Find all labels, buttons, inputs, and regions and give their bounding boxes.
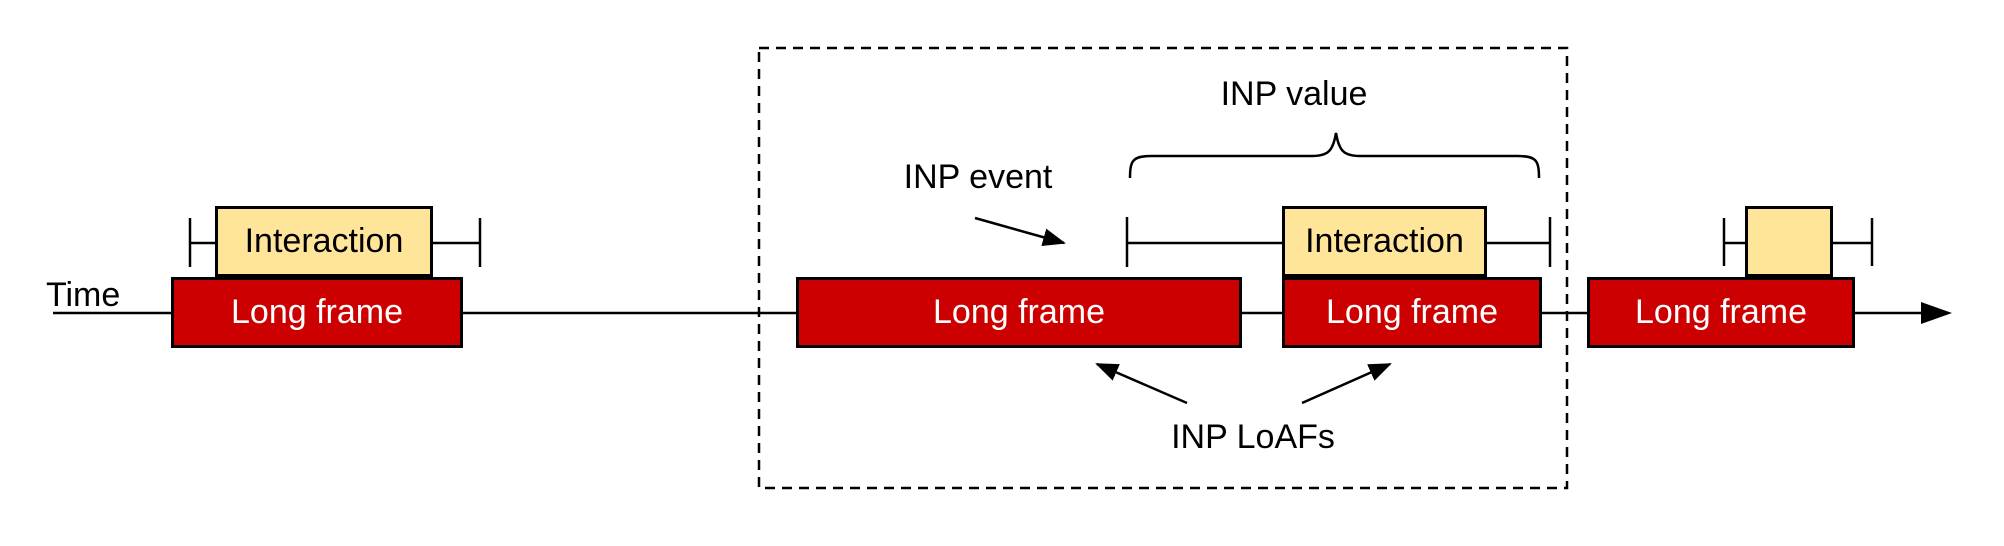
- inp-event-arrow: [974, 216, 1066, 246]
- timeline-arrowhead-icon: [1921, 302, 1952, 324]
- long-frame-4-label: Long frame: [1635, 292, 1807, 331]
- long-frame-3-label: Long frame: [1326, 292, 1498, 331]
- interaction-2: Interaction: [1282, 206, 1487, 277]
- inp-event-label: INP event: [903, 158, 1053, 196]
- interaction-1: Interaction: [215, 206, 433, 277]
- interaction-3: [1745, 206, 1833, 277]
- long-frame-4: Long frame: [1587, 277, 1855, 348]
- interaction-2-label: Interaction: [1305, 221, 1464, 260]
- inp-loafs-arrow-right: [1301, 362, 1392, 405]
- long-frame-1-label: Long frame: [231, 292, 403, 331]
- interaction-1-label: Interaction: [244, 221, 404, 260]
- time-label: Time: [46, 276, 121, 314]
- long-frame-1: Long frame: [171, 277, 463, 348]
- long-frame-3: Long frame: [1282, 277, 1542, 348]
- inp-loafs-arrow-left: [1095, 362, 1188, 405]
- inp-value-brace: [1128, 132, 1541, 179]
- long-frame-2: Long frame: [796, 277, 1242, 348]
- inp-value-label: INP value: [1220, 75, 1368, 113]
- inp-attribution-dashed-box: [757, 46, 1569, 490]
- inp-loafs-label: INP LoAFs: [1171, 418, 1335, 456]
- long-frame-2-label: Long frame: [933, 292, 1105, 331]
